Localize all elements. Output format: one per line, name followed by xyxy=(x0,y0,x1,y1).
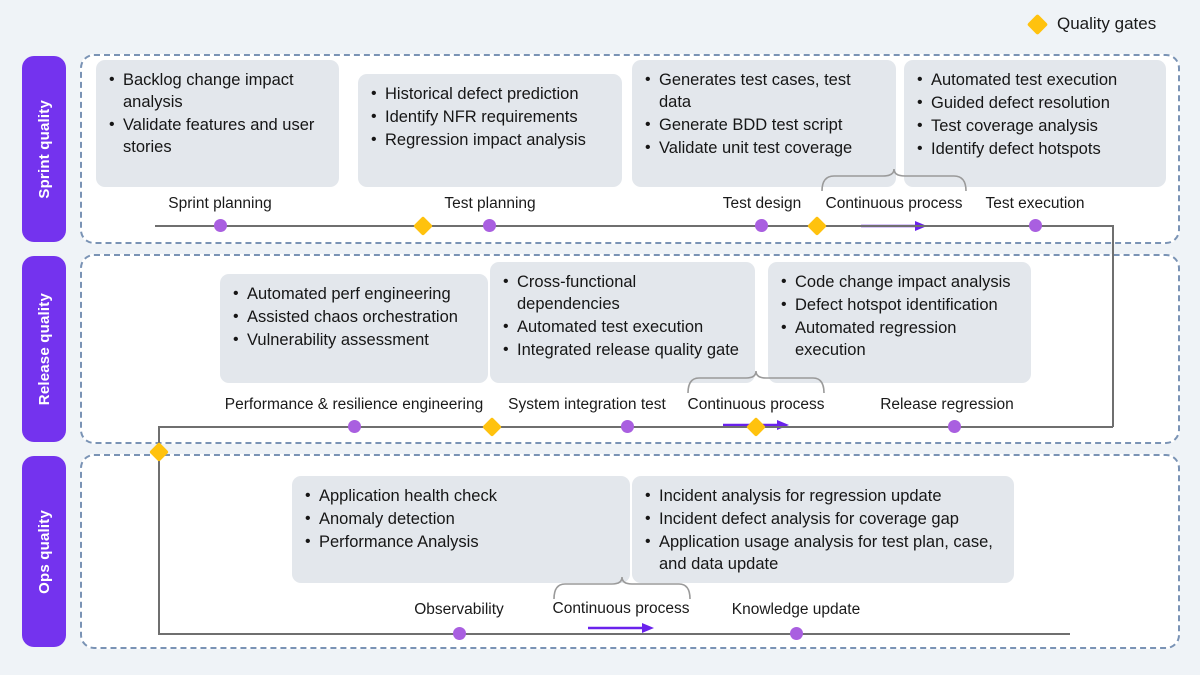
milestone-label: Test design xyxy=(722,195,802,212)
card-bullet: Generates test cases, test data xyxy=(642,69,884,114)
timeline-track xyxy=(158,426,1113,428)
card-bullet: Cross-functional dependencies xyxy=(500,271,743,316)
milestone-label: Observability xyxy=(414,601,504,618)
milestone-label: Performance & resilience engineering xyxy=(224,396,484,413)
card-bullet: Guided defect resolution xyxy=(914,92,1154,115)
sidebar-label-ops-quality: Ops quality xyxy=(35,509,53,594)
flow-connector-left xyxy=(158,426,160,634)
card-bullet: Identify NFR requirements xyxy=(368,106,610,129)
milestone-dot[interactable] xyxy=(621,420,634,433)
card-bullet: Defect hotspot identification xyxy=(778,294,1019,317)
card-bullet: Code change impact analysis xyxy=(778,271,1019,294)
milestone-dot[interactable] xyxy=(790,627,803,640)
continuous-process-label: Continuous process xyxy=(552,600,690,617)
timeline-track xyxy=(155,225,1113,227)
swimlane-ops-quality xyxy=(80,454,1180,649)
card-bullet: Application usage analysis for test plan… xyxy=(642,531,1002,576)
card-bullet: Integrated release quality gate xyxy=(500,339,743,362)
milestone-label: System integration test xyxy=(508,396,666,413)
milestone-label: Test planning xyxy=(444,195,536,212)
card-bullet: Anomaly detection xyxy=(302,508,618,531)
milestone-dot[interactable] xyxy=(348,420,361,433)
flow-connector-right xyxy=(1112,225,1114,427)
sidebar-label-release-quality: Release quality xyxy=(35,292,53,406)
milestone-label: Sprint planning xyxy=(168,195,272,212)
milestone-dot[interactable] xyxy=(483,219,496,232)
card-bullet: Automated test execution xyxy=(500,316,743,339)
card[interactable]: Automated perf engineering Assisted chao… xyxy=(220,274,488,383)
legend: Quality gates xyxy=(1026,13,1157,35)
card-bullet: Regression impact analysis xyxy=(368,129,610,152)
card[interactable]: Generates test cases, test data Generate… xyxy=(632,60,896,187)
diamond-icon xyxy=(1026,13,1049,35)
milestone-label: Test execution xyxy=(985,195,1085,212)
card[interactable]: Incident analysis for regression update … xyxy=(632,476,1014,583)
milestone-dot[interactable] xyxy=(755,219,768,232)
card-bullet: Performance Analysis xyxy=(302,531,618,554)
card-bullet: Automated regression execution xyxy=(778,317,1019,362)
milestone-dot[interactable] xyxy=(948,420,961,433)
continuous-process-brace xyxy=(821,168,967,192)
card-bullet: Identify defect hotspots xyxy=(914,138,1154,161)
card[interactable]: Backlog change impact analysis Validate … xyxy=(96,60,339,187)
sidebar-label-sprint-quality: Sprint quality xyxy=(35,99,53,199)
sidebar-item-sprint-quality[interactable]: Sprint quality xyxy=(22,56,66,242)
card[interactable]: Cross-functional dependencies Automated … xyxy=(490,262,755,383)
legend-label: Quality gates xyxy=(1057,14,1157,33)
card-bullet: Automated perf engineering xyxy=(230,283,476,306)
card[interactable]: Application health check Anomaly detecti… xyxy=(292,476,630,583)
card-bullet: Assisted chaos orchestration xyxy=(230,306,476,329)
card-bullet: Incident analysis for regression update xyxy=(642,485,1002,508)
milestone-dot[interactable] xyxy=(214,219,227,232)
card-bullet: Automated test execution xyxy=(914,69,1154,92)
card[interactable]: Historical defect prediction Identify NF… xyxy=(358,74,622,187)
arrow-right-icon xyxy=(588,623,654,633)
continuous-process-brace xyxy=(553,576,691,600)
card[interactable]: Code change impact analysis Defect hotsp… xyxy=(768,262,1031,383)
card-bullet: Historical defect prediction xyxy=(368,83,610,106)
milestone-label: Knowledge update xyxy=(731,601,861,618)
card-bullet: Vulnerability assessment xyxy=(230,329,476,352)
continuous-process-label: Continuous process xyxy=(825,195,963,212)
sidebar-item-release-quality[interactable]: Release quality xyxy=(22,256,66,442)
card-bullet: Generate BDD test script xyxy=(642,114,884,137)
milestone-label: Release regression xyxy=(880,396,1014,413)
milestone-dot[interactable] xyxy=(1029,219,1042,232)
continuous-process-label: Continuous process xyxy=(687,396,825,413)
timeline-track xyxy=(158,633,1070,635)
card-bullet: Validate unit test coverage xyxy=(642,137,884,160)
continuous-process-brace xyxy=(687,370,825,394)
sidebar-item-ops-quality[interactable]: Ops quality xyxy=(22,456,66,647)
card-bullet: Incident defect analysis for coverage ga… xyxy=(642,508,1002,531)
milestone-dot[interactable] xyxy=(453,627,466,640)
card-bullet: Test coverage analysis xyxy=(914,115,1154,138)
card[interactable]: Automated test execution Guided defect r… xyxy=(904,60,1166,187)
card-bullet: Application health check xyxy=(302,485,618,508)
card-bullet: Validate features and user stories xyxy=(106,114,327,159)
card-bullet: Backlog change impact analysis xyxy=(106,69,327,114)
